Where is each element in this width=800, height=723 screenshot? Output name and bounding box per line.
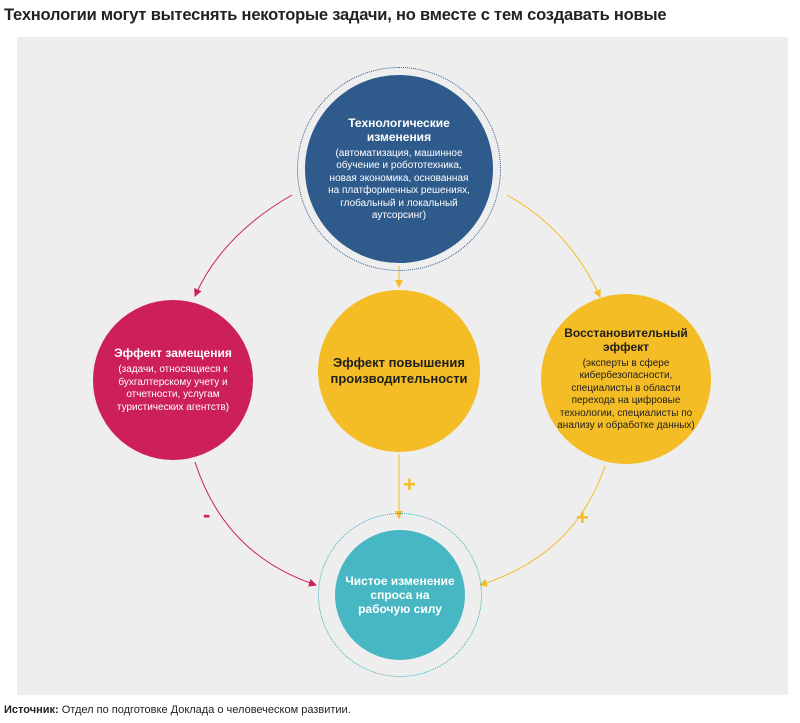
source-label: Источник: [4,704,59,716]
productivity-node: Эффект повышения производительности [318,290,480,452]
net-node-ring [318,513,482,677]
arrow-tech-to-restoration [506,194,601,298]
restoration-node-heading: Восстановительный эффект [564,325,688,354]
substitution-node-heading: Эффект замещения [114,346,232,360]
tech-node: Технологические изменения (автоматизация… [305,75,493,263]
source-note: Источник: Отдел по подготовке Доклада о … [4,704,351,716]
arrow-tech-to-substitution [194,194,293,297]
restoration-node: Восстановительный эффект (эксперты в сфе… [541,294,711,464]
productivity-node-heading: Эффект повышения производительности [330,355,468,386]
tech-node-ring [297,67,501,271]
net-node-heading: Чистое изменение спроса на рабочую силу [345,574,455,616]
arrow-substitution-to-net [194,461,317,587]
substitution-node-desc: (задачи, относящиеся к бухгалтерскому уч… [116,364,230,413]
source-text: Отдел по подготовке Доклада о человеческ… [58,704,351,716]
tech-node-desc: (автоматизация, машинное обучение и робо… [328,147,470,222]
tech-node-heading: Технологические изменения [348,115,450,144]
plus-sign-productivity: + [403,472,416,497]
substitution-node: Эффект замещения (задачи, относящиеся к … [93,300,253,460]
minus-sign: - [203,502,211,527]
arrow-restoration-to-net [479,465,606,587]
plus-sign-restoration: + [576,505,589,530]
diagram-title: Технологии могут вытеснять некоторые зад… [4,6,667,24]
net-node: Чистое изменение спроса на рабочую силу [335,530,465,660]
restoration-node-desc: (эксперты в сфере кибербезопасности, спе… [557,357,695,432]
